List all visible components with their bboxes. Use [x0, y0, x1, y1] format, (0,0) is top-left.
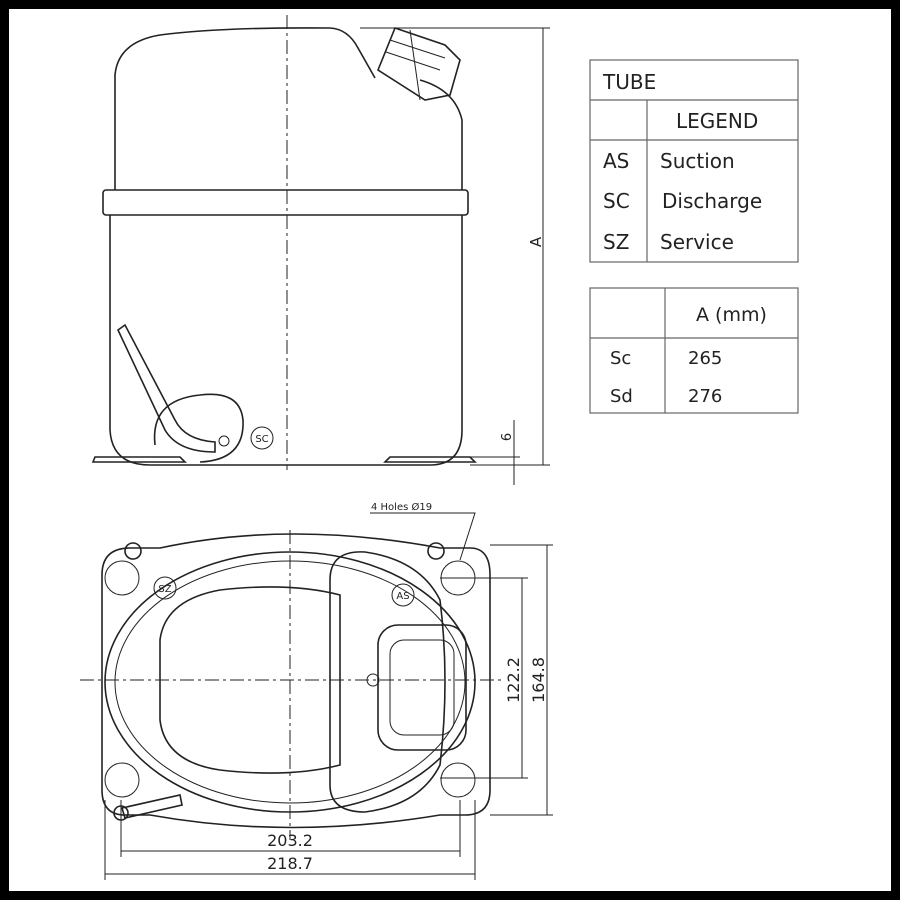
- holes-leader: [370, 512, 476, 561]
- front-view: SC A 6: [91, 15, 550, 485]
- mount-hole: [104, 560, 140, 596]
- compressor-top-shell: [114, 27, 463, 190]
- as-label: AS: [396, 591, 409, 602]
- dimension-table-header: A (mm): [696, 304, 767, 326]
- terminal-cover: [329, 551, 446, 813]
- terminal-box-icon: [377, 26, 461, 101]
- legend-name: Suction: [660, 149, 735, 173]
- dim-122-label: 122.2: [504, 657, 523, 703]
- mount-hole: [104, 762, 140, 798]
- legend-code: AS: [603, 149, 629, 173]
- mount-hole: [440, 762, 476, 798]
- compressor-band: [102, 189, 469, 216]
- compressor-lower-shell: [109, 215, 463, 466]
- discharge-tube: [116, 323, 216, 453]
- as-tube: [427, 542, 445, 560]
- legend-code: SC: [603, 189, 630, 213]
- legend-name: Discharge: [662, 189, 762, 213]
- sc-label: SC: [255, 434, 268, 445]
- drawing-sheet: [9, 9, 891, 891]
- as-marker: [391, 583, 415, 607]
- sc-marker: [250, 426, 274, 450]
- dimension-table: A (mm) Sc 265 Sd 276: [589, 287, 799, 414]
- tube-legend-header: LEGEND: [676, 109, 758, 133]
- sz-label: SZ: [158, 584, 171, 595]
- discharge-tube-bracket: [153, 393, 244, 463]
- model-cell: Sc: [610, 348, 631, 369]
- value-cell: 276: [688, 386, 722, 407]
- dim-218-label: 218.7: [267, 854, 313, 873]
- bottom-tube: [120, 794, 183, 819]
- sz-tube: [124, 542, 142, 560]
- dimension-a-label: A: [527, 236, 545, 247]
- tube-legend-title: TUBE: [602, 70, 656, 94]
- tube-legend-table: TUBE LEGEND AS Suction SC Discharge SZ S…: [589, 59, 799, 263]
- dim-164-label: 164.8: [529, 657, 548, 703]
- dimension-foot-label: 6: [500, 433, 515, 441]
- dim-203-label: 203.2: [267, 831, 313, 850]
- legend-code: SZ: [603, 230, 629, 254]
- legend-name: Service: [660, 230, 734, 254]
- bottom-view: SZ AS 4 Holes Ø19 122.2 164.8 203.2 218.…: [80, 501, 553, 880]
- terminal-icon: [366, 624, 467, 751]
- value-cell: 265: [688, 348, 722, 369]
- base-plate: [101, 533, 491, 829]
- mounting-feet: [91, 456, 477, 463]
- holes-note: 4 Holes Ø19: [371, 501, 432, 513]
- inner-recess: [159, 586, 341, 774]
- model-cell: Sd: [610, 386, 633, 407]
- sz-marker: [153, 576, 177, 600]
